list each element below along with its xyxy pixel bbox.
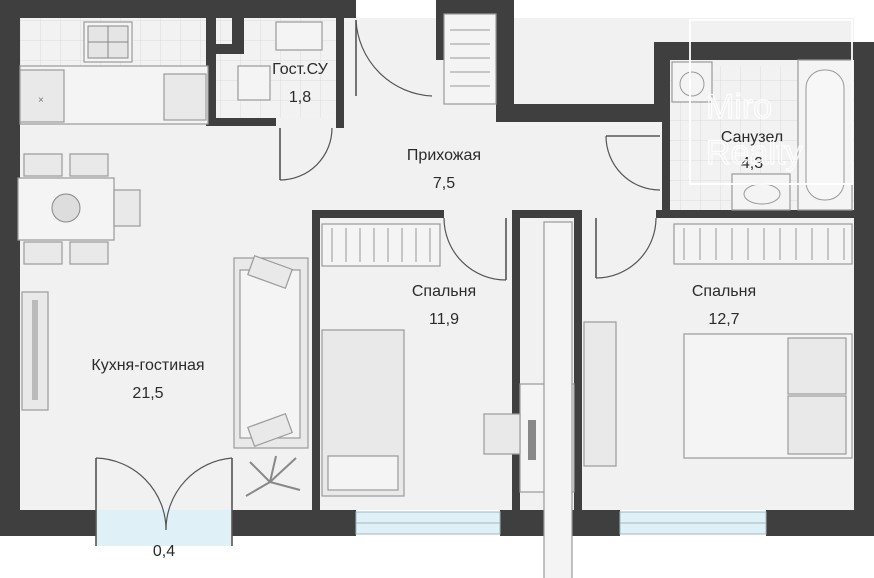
watermark-line-1: Miro — [706, 88, 772, 126]
kitchen-living-area: 21,5 — [132, 385, 163, 402]
bathroom-area: 4,3 — [741, 155, 763, 172]
svg-text:×: × — [38, 95, 44, 106]
doors — [95, 19, 661, 546]
bedroom-2-name: Спальня — [692, 283, 756, 300]
bedroom-1-name: Спальня — [412, 283, 476, 300]
watermark-frame — [689, 19, 853, 185]
hallway-name: Прихожая — [407, 147, 481, 164]
bedroom-2-furniture — [583, 223, 853, 467]
bathroom-name: Санузел — [721, 129, 783, 146]
plant-icon — [245, 455, 301, 497]
guest-wc-area: 1,8 — [289, 89, 311, 106]
dining-table — [17, 153, 141, 265]
guest-wc-fixtures — [237, 21, 323, 101]
sofa — [233, 254, 309, 449]
watermark-line-2: Realty — [706, 134, 802, 172]
hallway-wardrobe — [443, 13, 497, 105]
guest-wc-name: Гост.СУ — [272, 61, 329, 78]
hallway-area: 7,5 — [433, 175, 455, 192]
kitchen-set: × — [19, 21, 209, 125]
bedroom-1-area: 11,9 — [429, 311, 459, 328]
kitchen-living-name: Кухня-гостиная — [91, 357, 204, 374]
balcony-floor — [96, 510, 232, 546]
bedroom-1-furniture — [321, 221, 575, 578]
balcony-area: 0,4 — [153, 543, 175, 560]
bedroom-2-area: 12,7 — [708, 311, 739, 328]
